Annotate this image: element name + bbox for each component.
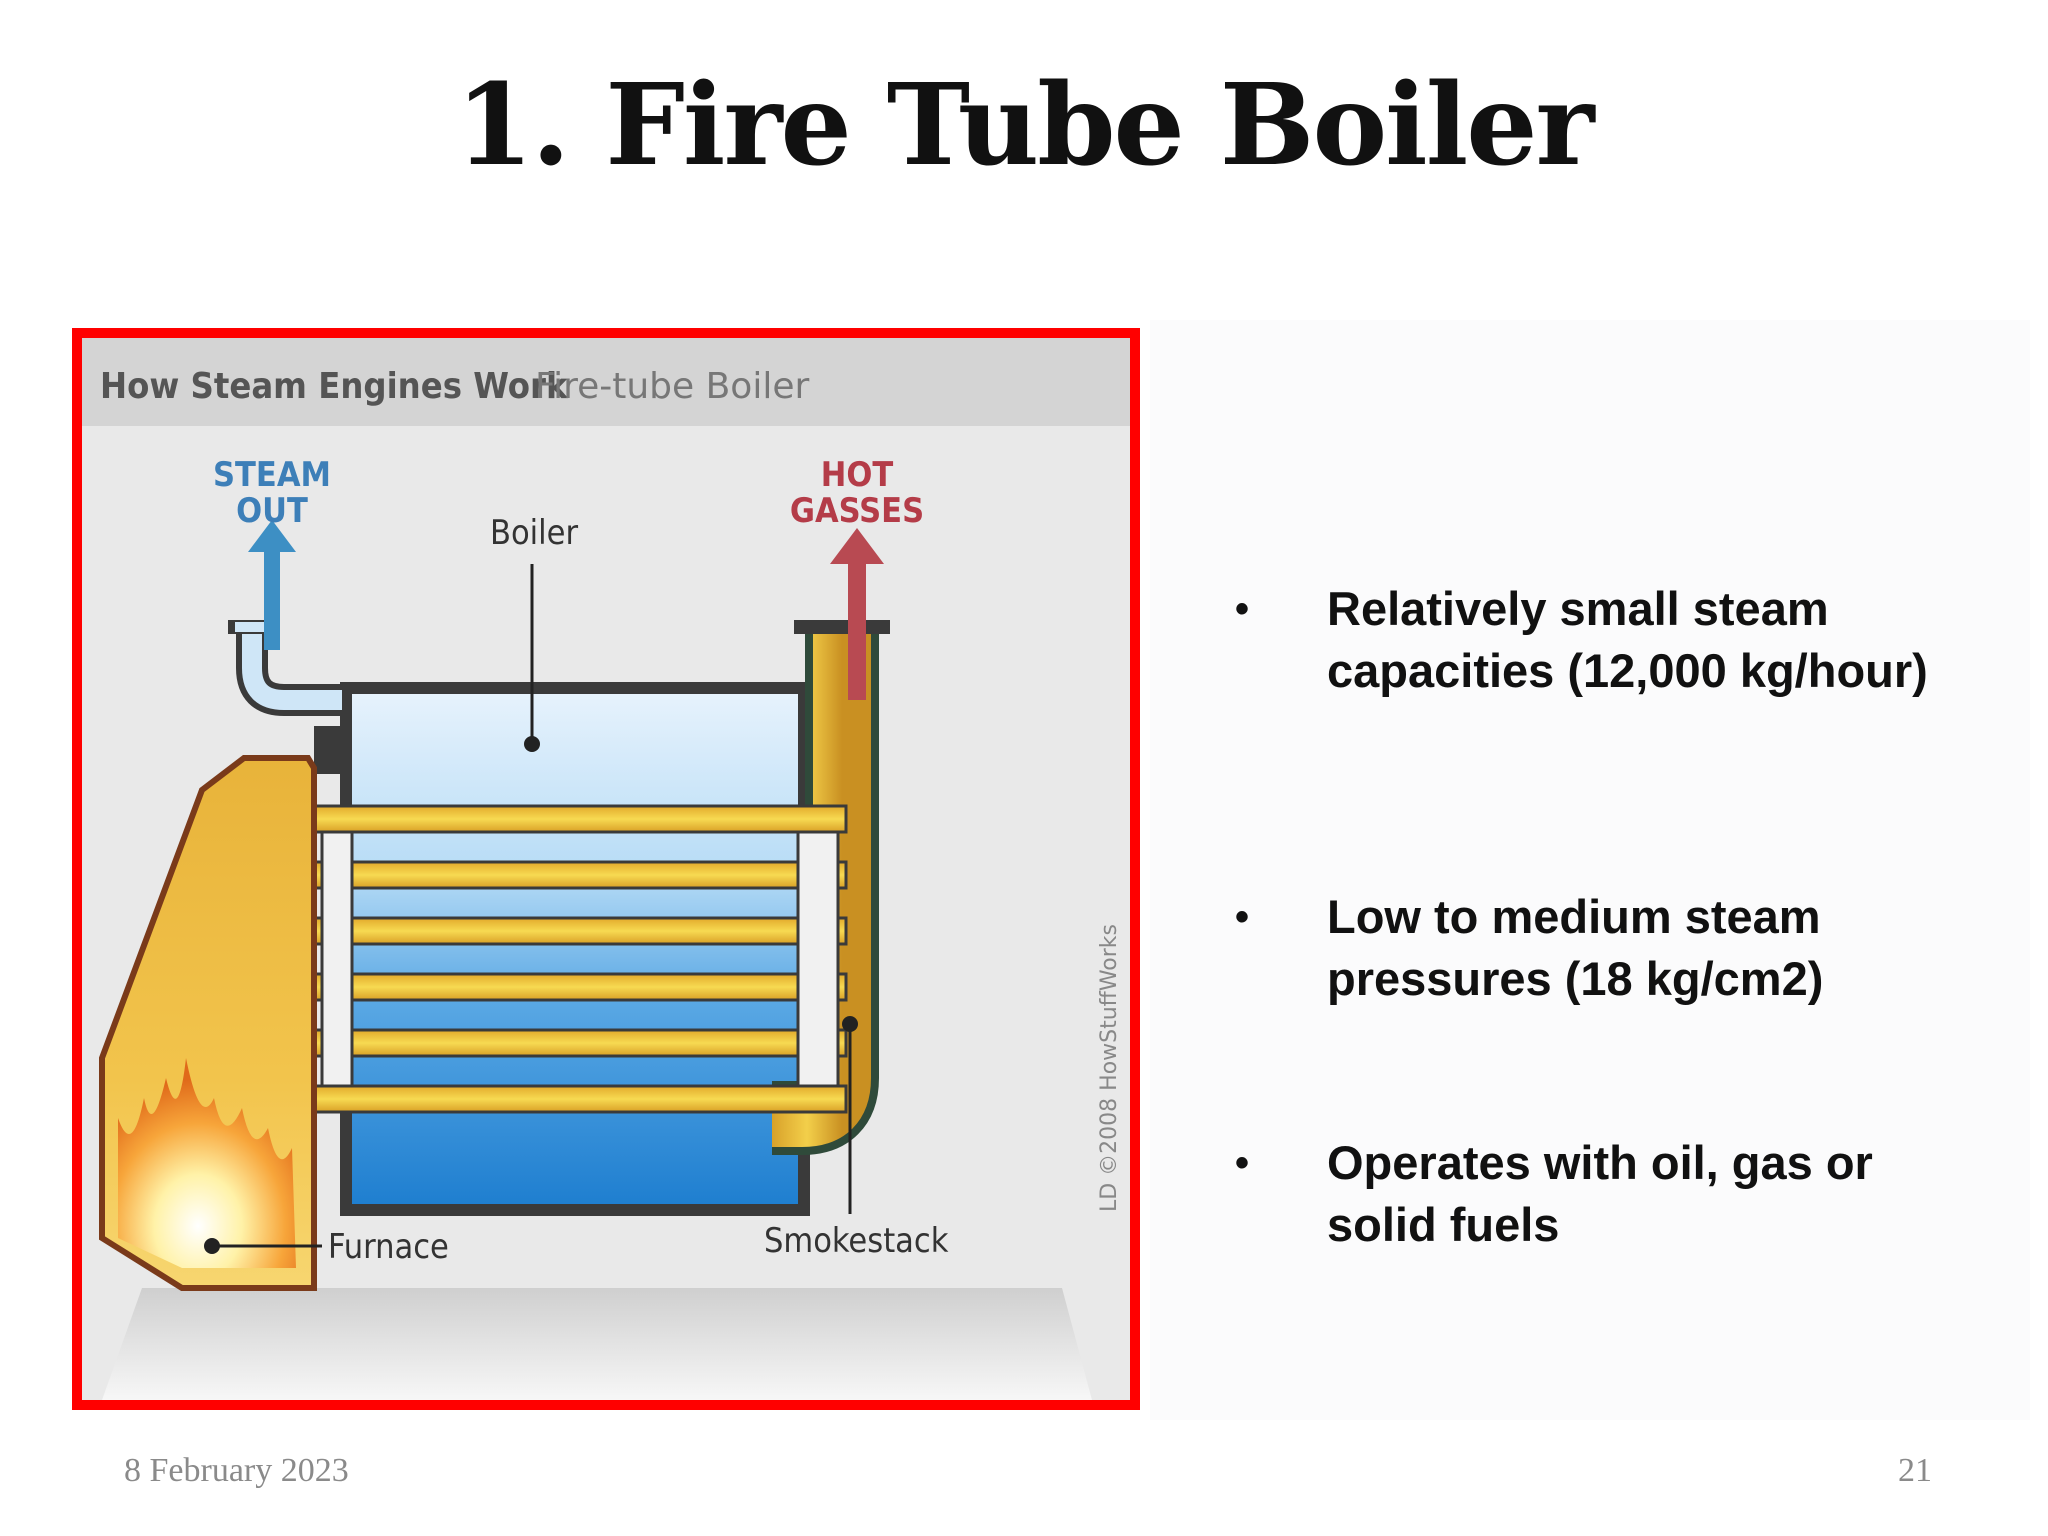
steam-pipe-inner (242, 628, 342, 710)
content-panel (1150, 320, 2030, 1420)
smokestack-cap (794, 620, 890, 634)
boiler-water (352, 694, 798, 1204)
hot-gasses-arrow-shaft (848, 552, 866, 700)
bullet-marker: • (1235, 1141, 1250, 1185)
steam-out-arrow-head (248, 520, 296, 552)
boiler-label: Boiler (490, 513, 579, 553)
boiler-diagram: How Steam Engines Work Fire-tube Boiler … (72, 328, 1140, 1410)
diagram-header-band (82, 338, 1130, 426)
smokestack-leader-dot (842, 1016, 858, 1032)
furnace-leader-dot (204, 1238, 220, 1254)
diagram-header-title: How Steam Engines Work (100, 366, 569, 407)
fire-tube (312, 1028, 848, 1058)
bullet-marker: • (1235, 895, 1250, 939)
furnace-flames (118, 1058, 296, 1268)
slide-title: 1. Fire Tube Boiler (455, 60, 1594, 191)
fire-tube (312, 1084, 848, 1114)
fire-tubes (312, 804, 848, 1114)
diagram-credit: LD ©2008 HowStuffWorks (1097, 924, 1122, 1212)
rear-tube-sheet (796, 830, 840, 1088)
hot-gasses-arrow-head (830, 528, 884, 564)
bullet-text: Operates with oil, gas or solid fuels (1327, 1136, 1873, 1251)
front-tube-sheet (320, 830, 354, 1088)
fire-tube (312, 972, 848, 1002)
fire-tube (312, 916, 848, 946)
bullet-text: Relatively small steam capacities (12,00… (1327, 582, 1928, 697)
steam-pipe-joint (314, 726, 344, 774)
page-number: 21 (1898, 1452, 1932, 1489)
furnace-label: Furnace (328, 1227, 449, 1267)
smokestack-label: Smokestack (764, 1221, 949, 1261)
steam-out-label-line2: OUT (236, 491, 308, 531)
fire-tube (312, 804, 848, 834)
hot-gasses-label-line1: HOT (821, 455, 894, 495)
bullet-text: Low to medium steam pressures (18 kg/cm2… (1327, 890, 1824, 1005)
bullet-marker: • (1235, 587, 1250, 631)
footer-date: 8 February 2023 (124, 1452, 349, 1489)
diagram-header-subtitle: Fire-tube Boiler (535, 366, 809, 407)
floor-shadow (102, 1288, 1092, 1400)
fire-tube (312, 860, 848, 890)
hot-gasses-label-line2: GASSES (790, 491, 924, 531)
steam-out-arrow-shaft (264, 542, 280, 650)
boiler-leader-dot (524, 736, 540, 752)
boiler-diagram-svg: How Steam Engines Work Fire-tube Boiler … (82, 338, 1130, 1400)
steam-pipe-flange-inner (235, 622, 269, 632)
steam-out-label-line1: STEAM (213, 455, 331, 495)
